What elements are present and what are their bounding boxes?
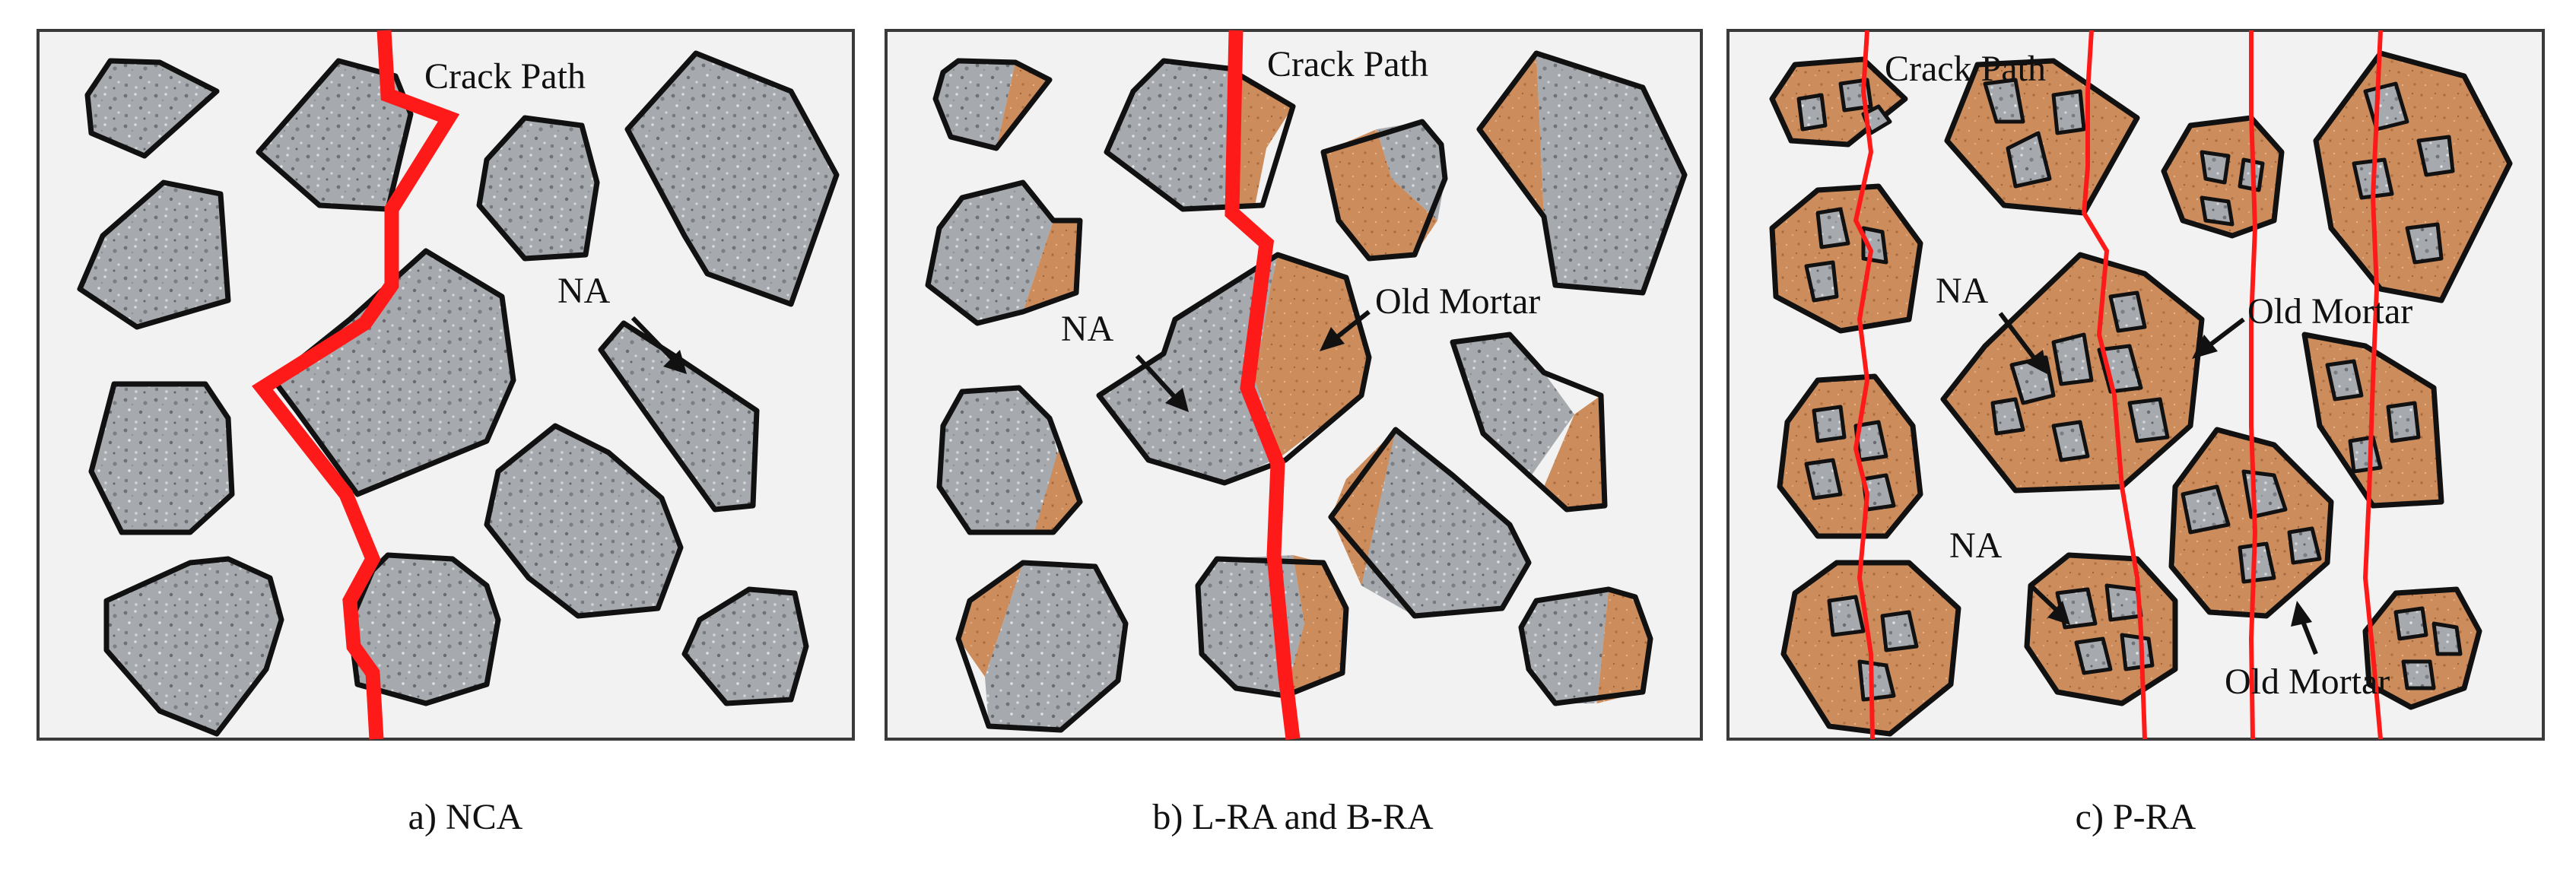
natural-aggregate (681, 586, 809, 706)
attached-mortar-aggregate (1518, 586, 1653, 706)
attached-mortar-aggregate (932, 58, 1053, 151)
na-arrow (1135, 354, 1181, 404)
na-arrowhead (663, 350, 687, 374)
natural-aggregate (88, 381, 235, 535)
attached-mortar-aggregate (1476, 50, 1688, 296)
natural-aggregate (84, 58, 220, 159)
crack-path-label: Crack Path (1885, 49, 2046, 89)
old-mortar-arrow (1331, 309, 1371, 343)
natural-aggregate (624, 50, 840, 307)
recycled-aggregate (2024, 552, 2178, 706)
natural-aggregate (271, 248, 516, 497)
crack-path-line (2248, 30, 2258, 740)
crack-path-line (1224, 30, 1301, 741)
old-mortar-arrowhead (1320, 327, 1345, 351)
attached-mortar-aggregate (925, 179, 1083, 326)
old-mortar-label-upper: Old Mortar (2247, 291, 2412, 332)
na-label-lower: NA (1949, 525, 2003, 566)
na-arrow-upper (1998, 312, 2041, 365)
attached-mortar-aggregate (1320, 119, 1448, 262)
crack-path-line (252, 30, 460, 740)
old-mortar-arrow-upper (2204, 317, 2245, 351)
panel-c: Crack Path NA Old Mortar NA Old Mortar (1726, 29, 2545, 741)
panel-a: Crack Path NA (37, 29, 855, 741)
old-mortar-arrowhead-upper (2192, 335, 2218, 359)
crack-path-line (2362, 30, 2383, 740)
na-label: NA (1061, 309, 1114, 349)
natural-aggregate (598, 320, 760, 513)
crack-path-label: Crack Path (424, 56, 586, 97)
crack-path-line (2081, 30, 2147, 740)
na-arrowhead (1165, 388, 1189, 412)
crack-paths (1853, 30, 2383, 740)
na-arrow (631, 316, 679, 366)
natural-aggregate (77, 179, 231, 330)
caption-a: a) NCA (408, 797, 523, 837)
old-mortar-label-lower: Old Mortar (2225, 662, 2390, 702)
recycled-aggregate (2362, 586, 2482, 710)
natural-aggregate (103, 556, 284, 737)
na-label-upper: NA (1936, 271, 1989, 311)
recycled-aggregate (2168, 427, 2334, 619)
recycled-aggregate (2161, 115, 2285, 239)
old-mortar-label: Old Mortar (1375, 281, 1540, 322)
caption-b: b) L-RA and B-RA (1152, 797, 1434, 837)
panel-a-aggregates (77, 50, 840, 737)
attached-mortar-aggregate (1450, 332, 1608, 513)
attached-mortar-aggregate (936, 385, 1083, 535)
attached-mortar-aggregate (1328, 427, 1532, 619)
attached-mortar-aggregate (1096, 252, 1372, 486)
na-arrowhead-upper (2025, 350, 2047, 374)
recycled-aggregate (1777, 373, 1923, 539)
caption-c: c) P-RA (2076, 797, 2196, 837)
natural-aggregate (484, 423, 684, 619)
old-mortar-arrowhead-lower (2291, 601, 2312, 627)
na-label: NA (557, 271, 611, 311)
natural-aggregate (476, 115, 600, 262)
na-arrowhead-lower (2047, 601, 2070, 625)
panel-b: Crack Path NA Old Mortar (885, 29, 1703, 741)
crack-path-label: Crack Path (1267, 44, 1428, 84)
crack-path-line (1853, 30, 1875, 740)
natural-aggregate (347, 552, 501, 706)
attached-mortar-aggregate (955, 560, 1129, 733)
